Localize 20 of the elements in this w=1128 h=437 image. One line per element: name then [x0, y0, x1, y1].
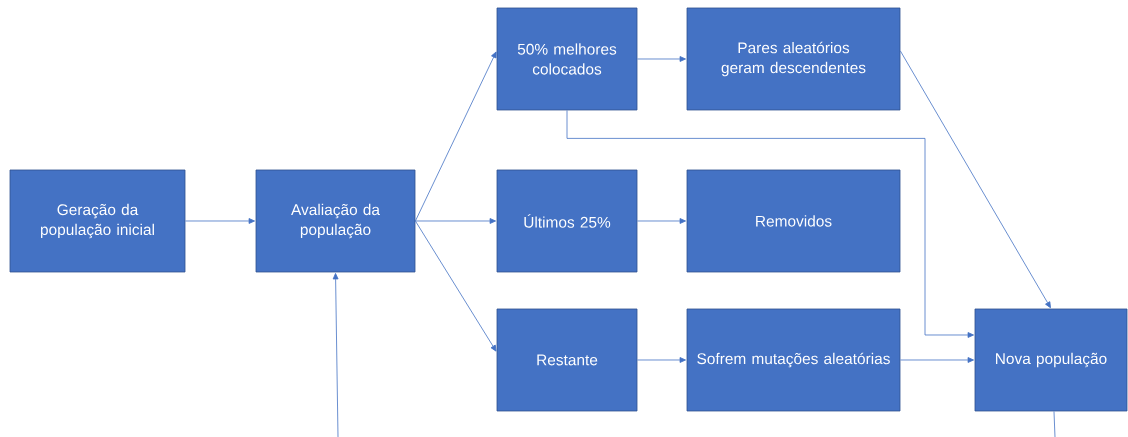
- arrow: [637, 357, 686, 363]
- arrow: [415, 218, 496, 224]
- process-box: Geração da população inicial: [9, 169, 186, 273]
- arrow: [185, 218, 255, 224]
- process-box: Sofrem mutações aleatórias: [686, 308, 901, 412]
- process-box: 50% melhores colocados: [496, 7, 638, 111]
- process-box: Removidos: [686, 169, 901, 273]
- process-box: Nova população: [974, 308, 1128, 412]
- process-box: Restante: [496, 308, 638, 412]
- process-box: Últimos 25%: [496, 169, 638, 273]
- arrow: [637, 218, 686, 224]
- arrow: [415, 220, 497, 352]
- process-box: Avaliação da população: [255, 169, 416, 273]
- arrow: [415, 51, 497, 222]
- process-box: Pares aleatórios geram descendentes: [686, 7, 901, 111]
- arrow: [900, 357, 974, 363]
- arrow: [566, 110, 974, 338]
- arrow: [900, 50, 1051, 309]
- arrow: [637, 56, 686, 62]
- arrow: [332, 273, 339, 437]
